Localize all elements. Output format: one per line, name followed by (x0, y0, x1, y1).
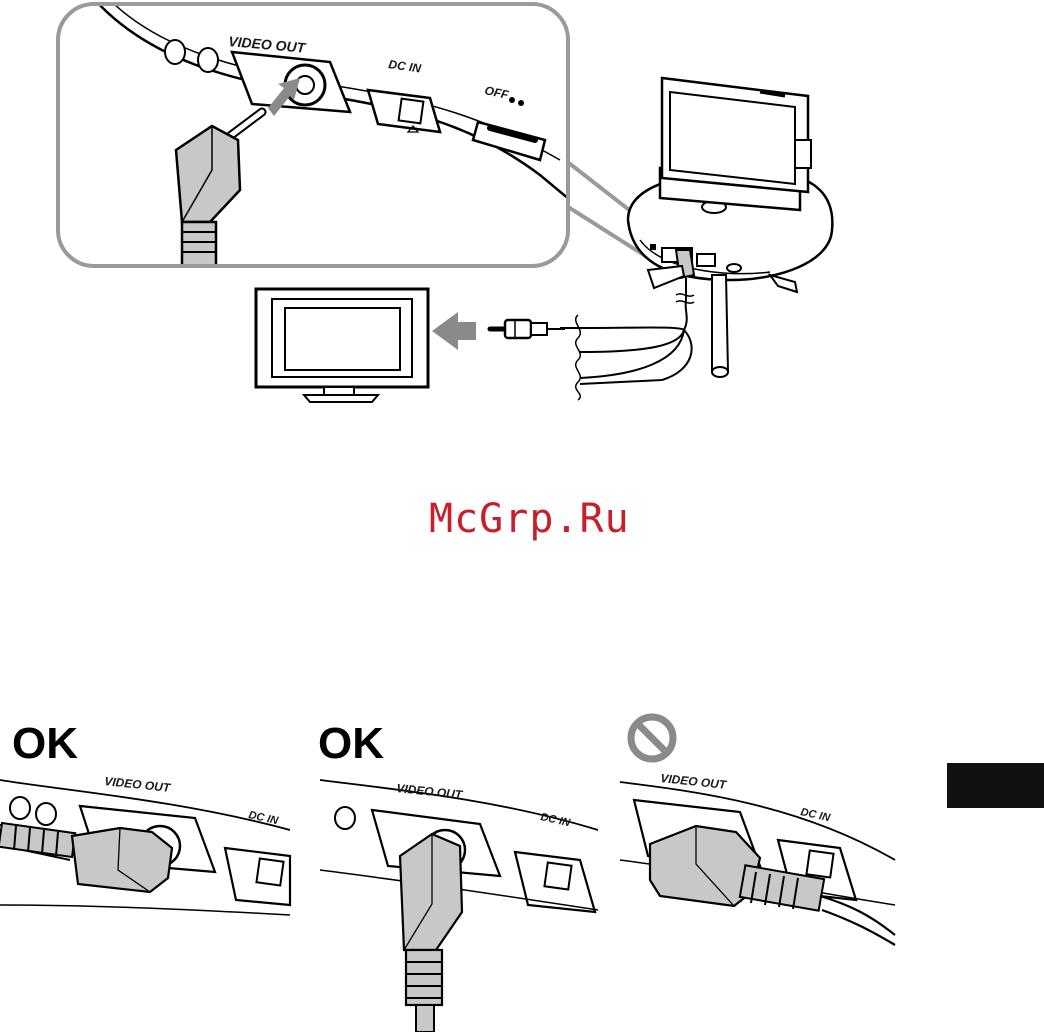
dc-in-label-3: DC IN (799, 806, 832, 824)
cradle-with-camera (560, 78, 832, 400)
port-hole (198, 48, 218, 72)
verdict-ok-2: OK (318, 719, 384, 768)
verdict-ok-1: OK (12, 719, 78, 768)
plug-body-1 (72, 828, 172, 892)
output-arrow-icon (432, 312, 476, 350)
rca-plug (490, 320, 565, 338)
television (256, 289, 428, 402)
camera-screen (670, 92, 795, 184)
port-hole (165, 40, 185, 64)
example-prohibited: VIDEO OUT DC IN (620, 717, 895, 945)
section-tab (947, 763, 1044, 808)
tv-screen (285, 308, 400, 370)
callout-zoom-panel: VIDEO OUT DC IN OFF (58, 0, 655, 267)
watermark-text: McGrp.Ru (429, 496, 630, 542)
prohibited-icon (631, 717, 673, 759)
dc-in-label-1: DC IN (247, 809, 280, 827)
video-out-label-2: VIDEO OUT (396, 781, 465, 802)
example-ok-horizontal: OK VIDEO OUT DC IN (0, 719, 290, 915)
video-out-label-1: VIDEO OUT (104, 774, 173, 795)
plug-body-2 (400, 834, 462, 950)
dc-in-label-2: DC IN (539, 811, 572, 829)
example-ok-downward: OK VIDEO OUT DC IN (318, 719, 598, 1032)
